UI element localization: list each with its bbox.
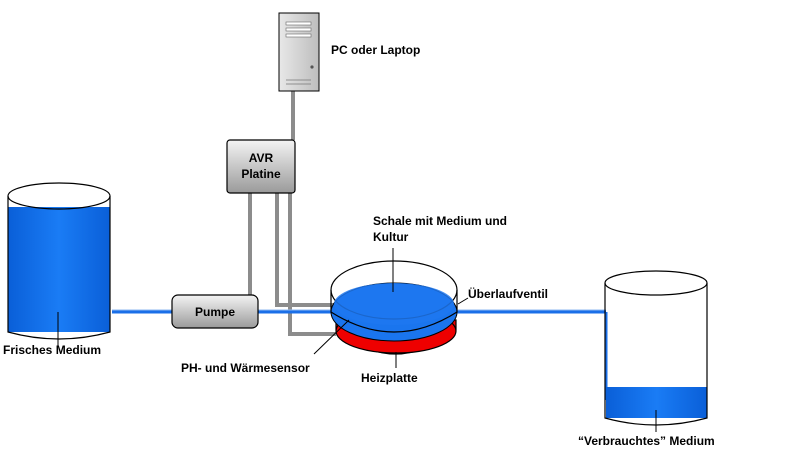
- pump-label: Pumpe: [195, 305, 235, 319]
- fresh-medium-label: Frisches Medium: [3, 343, 101, 357]
- used-medium-container: [604, 270, 708, 432]
- dish-label-line2: Kultur: [373, 230, 409, 244]
- pump: Pumpe: [171, 294, 259, 329]
- cable-avr-dish-1: [275, 193, 340, 307]
- avr-label-line2: Platine: [241, 167, 281, 181]
- sensor-label: PH- und Wärmesensor: [181, 361, 310, 375]
- dish: [330, 248, 458, 342]
- avr-board: AVR Platine: [226, 139, 296, 194]
- dish-label-line1: Schale mit Medium und: [373, 214, 507, 228]
- fresh-medium-container: [7, 182, 111, 346]
- pc-label: PC oder Laptop: [331, 43, 420, 57]
- overflow-valve-pointer: [457, 297, 469, 305]
- cable-avr-dish-2: [288, 193, 336, 336]
- sensor-pointer: [313, 319, 350, 355]
- cables: [248, 90, 340, 336]
- used-medium-label: “Verbrauchtes” Medium: [578, 434, 715, 448]
- desktop-tower-icon: [278, 12, 320, 92]
- overflow-valve-label: Überlaufventil: [468, 286, 548, 301]
- heater-label: Heizplatte: [361, 371, 418, 385]
- avr-label-line1: AVR: [249, 151, 274, 165]
- tubes: [112, 309, 608, 400]
